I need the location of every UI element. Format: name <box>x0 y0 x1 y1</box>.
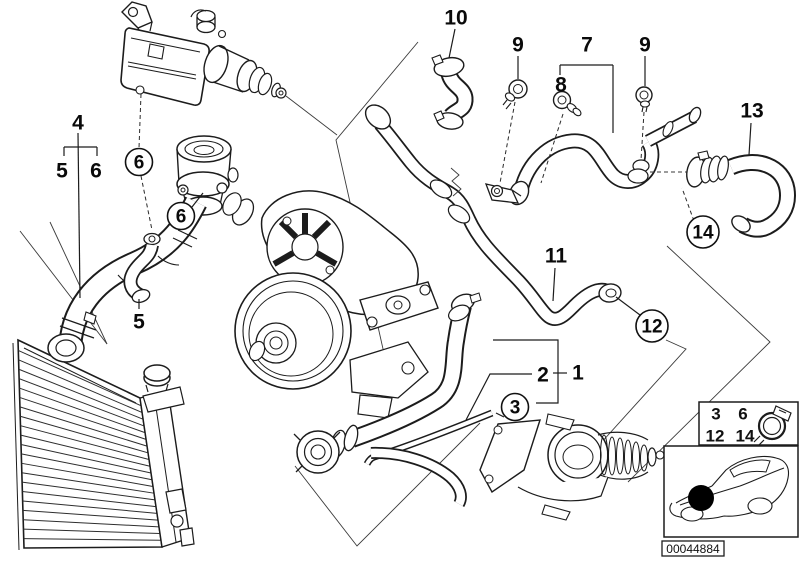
legend-number: 12 <box>706 427 725 446</box>
leader-lines <box>63 28 752 421</box>
callout-6b[interactable]: 6 <box>124 147 154 177</box>
callout-13[interactable]: 13 <box>740 100 763 123</box>
callout-9b[interactable]: 9 <box>639 34 651 57</box>
callout-label: 6 <box>176 207 187 228</box>
callout-label: 4 <box>72 112 84 135</box>
bleeder-screw-9b <box>635 86 653 113</box>
radiator-fins <box>18 349 162 541</box>
callout-4[interactable]: 4 <box>72 112 84 135</box>
car-thumbnail-box <box>663 445 799 538</box>
hose-13 <box>686 150 796 238</box>
callout-3[interactable]: 3 <box>500 392 530 422</box>
callout-5a[interactable]: 5 <box>56 160 68 183</box>
car-thumbnail <box>669 455 790 522</box>
hose-10 <box>431 54 474 130</box>
callout-10[interactable]: 10 <box>444 7 467 30</box>
auxiliary-water-pump <box>120 1 287 106</box>
heater-return-pipe <box>627 106 702 184</box>
coolant-pump <box>222 190 439 419</box>
callout-7[interactable]: 7 <box>581 34 593 57</box>
callout-label: 10 <box>444 7 467 30</box>
thermostat-unit <box>479 413 665 521</box>
heater-hose-small <box>123 232 161 304</box>
image-code: 00044884 <box>666 542 720 556</box>
callout-9a[interactable]: 9 <box>512 34 524 57</box>
image-code-box <box>661 540 725 557</box>
bleeder-screw-8 <box>552 90 582 117</box>
callout-label: 9 <box>512 34 524 57</box>
callout-2[interactable]: 2 <box>537 364 549 387</box>
hose-11 <box>364 104 622 326</box>
callout-label: 6 <box>90 160 102 183</box>
callout-label: 1 <box>572 362 584 385</box>
hose-to-thermostat-unit <box>370 446 467 507</box>
callout-label: 12 <box>641 317 662 338</box>
callout-label: 13 <box>740 100 763 123</box>
callout-label: 8 <box>555 74 567 97</box>
callout-label: 2 <box>537 364 549 387</box>
location-dot <box>688 485 714 511</box>
legend-number: 14 <box>736 427 755 446</box>
callout-14[interactable]: 14 <box>686 215 720 249</box>
callout-11[interactable]: 11 <box>545 245 568 268</box>
callout-5b[interactable]: 5 <box>133 311 145 334</box>
callout-label: 9 <box>639 34 651 57</box>
bleeder-screw-9a <box>502 79 528 110</box>
callout-label: 5 <box>56 160 68 183</box>
callout-label: 7 <box>581 34 593 57</box>
callout-label: 5 <box>133 311 145 334</box>
legend: 3 6 12 14 00044884 <box>661 401 799 557</box>
callout-1[interactable]: 1 <box>572 362 584 385</box>
lower-radiator-hose <box>293 292 482 474</box>
callout-6c[interactable]: 6 <box>166 201 196 231</box>
hose-clamp-icon <box>753 405 792 447</box>
callout-label: 6 <box>134 153 145 174</box>
callout-6a[interactable]: 6 <box>90 160 102 183</box>
radiator <box>12 338 195 551</box>
legend-number: 6 <box>738 405 747 424</box>
callout-label: 14 <box>692 223 714 244</box>
callout-12[interactable]: 12 <box>635 309 669 343</box>
mounting-bracket <box>484 183 522 204</box>
callout-label: 3 <box>510 398 521 419</box>
callout-8[interactable]: 8 <box>555 74 567 97</box>
legend-number: 3 <box>711 405 720 424</box>
callout-label: 11 <box>545 245 568 268</box>
